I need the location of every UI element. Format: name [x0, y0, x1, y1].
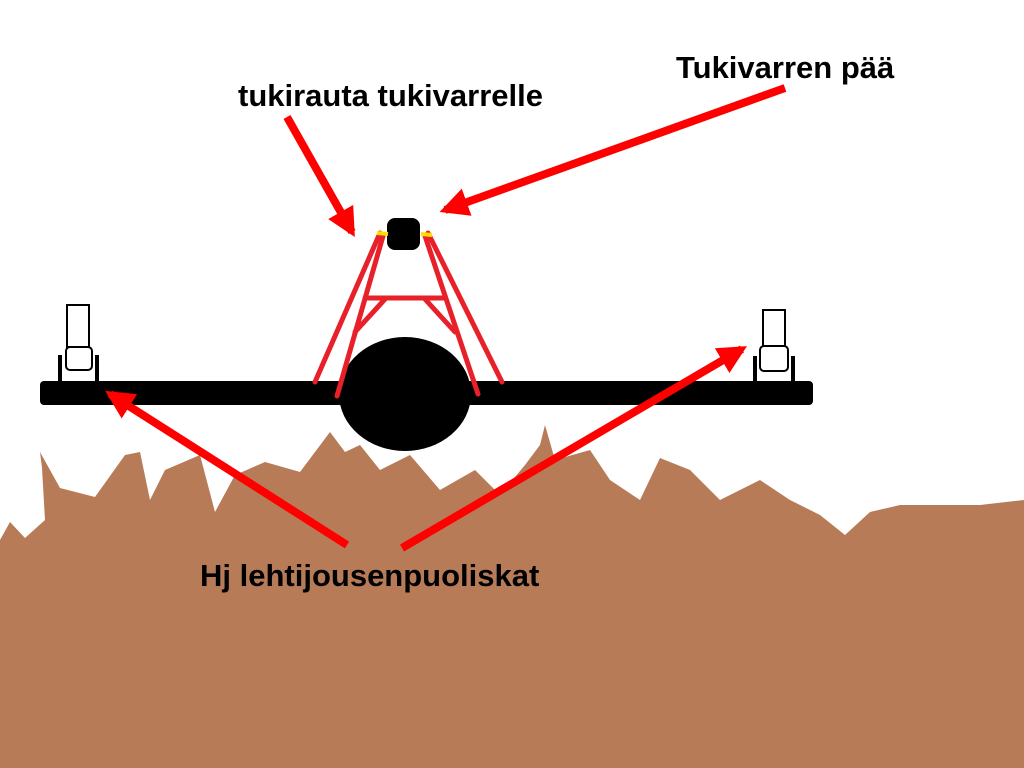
- label-arm-end: Tukivarren pää: [676, 50, 895, 85]
- label-support-iron: tukirauta tukivarrelle: [238, 78, 543, 113]
- support-arm-end: [387, 218, 420, 250]
- leaf-spring-right: [753, 309, 795, 382]
- arrow-arm-end: [439, 84, 787, 216]
- yellow-marker-right: [420, 232, 433, 237]
- support-frame: [312, 230, 505, 399]
- ground: [0, 425, 1024, 768]
- arrow-leaf-spring-right: [399, 345, 747, 552]
- yellow-marker-left: [376, 231, 389, 236]
- leaf-spring-left: [58, 304, 99, 382]
- arrow-support-iron: [283, 115, 356, 238]
- arrow-leaf-spring-left: [105, 390, 350, 549]
- label-leaf-springs: Hj lehtijousenpuoliskat: [200, 558, 540, 593]
- differential-housing: [339, 337, 471, 451]
